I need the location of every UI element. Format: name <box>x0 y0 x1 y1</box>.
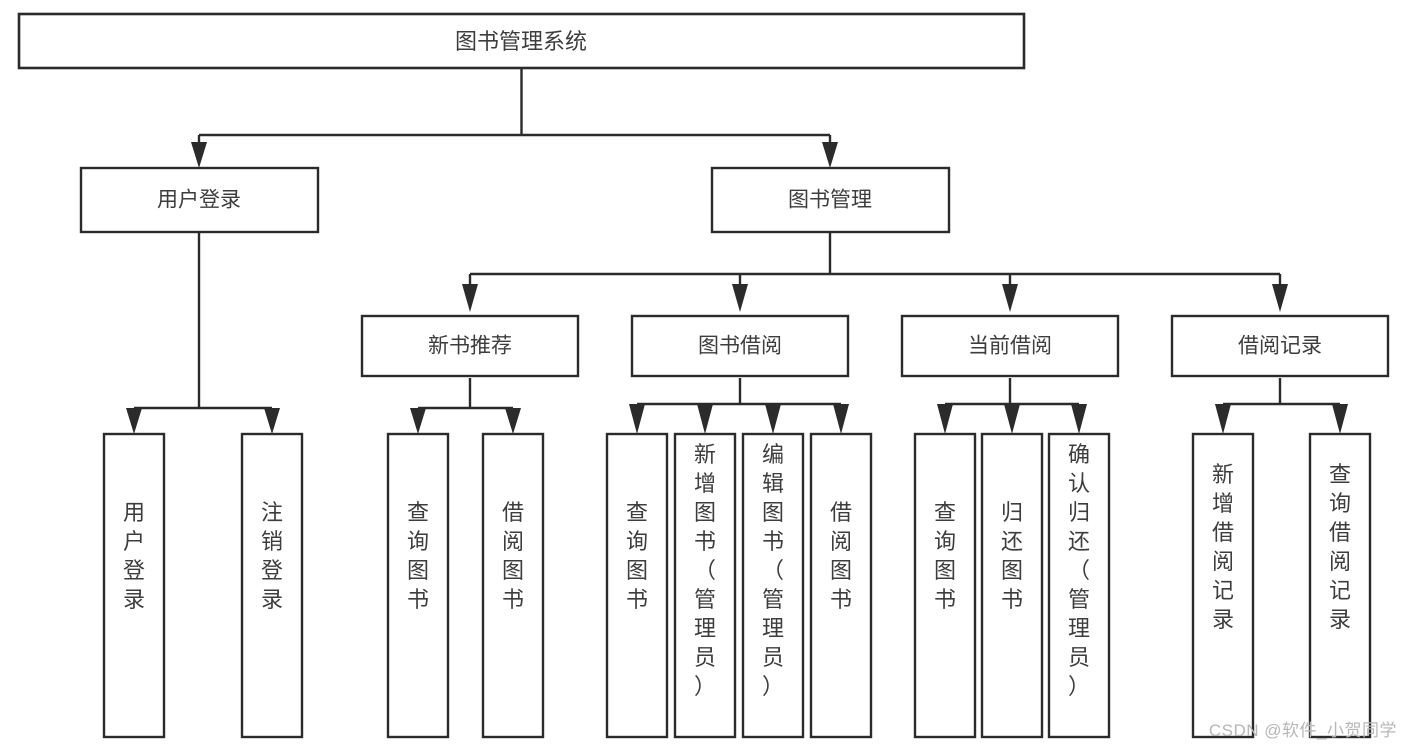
node-leaf-user-logout-label: 注销登录 <box>261 500 283 612</box>
node-leaf-query-book-1-box[interactable] <box>386 432 450 739</box>
node-borrow-record[interactable]: 借阅记录 <box>1170 314 1390 378</box>
node-leaf-query-book-2[interactable]: 查询图书 <box>605 432 669 739</box>
node-leaf-return-book-label: 归还图书 <box>1001 500 1023 612</box>
edge-group-user-login-to-leaves <box>126 232 280 434</box>
node-leaf-query-book-3-box[interactable] <box>913 432 977 739</box>
node-leaf-user-logout[interactable]: 注销登录 <box>240 432 304 739</box>
node-borrow-record-label: 借阅记录 <box>1238 335 1322 358</box>
node-leaf-add-book-admin-label: 新增图书（管理员） <box>694 442 716 699</box>
node-leaf-edit-book-admin-label: 编辑图书（管理员） <box>762 442 784 699</box>
node-leaf-user-login-box[interactable] <box>102 432 166 739</box>
node-leaf-confirm-return-admin[interactable]: 确认归还（管理员） <box>1047 432 1111 739</box>
node-leaf-edit-book-admin[interactable]: 编辑图书（管理员） <box>741 432 805 739</box>
node-leaf-add-book-admin-box[interactable] <box>673 432 737 739</box>
node-leaf-borrow-book-2-label: 借阅图书 <box>830 500 852 612</box>
arrow-head-leaf-query-record <box>1332 404 1348 434</box>
node-root-label: 图书管理系统 <box>455 29 587 54</box>
arrow-head-leaf-return-book <box>1004 404 1020 434</box>
arrow-head-leaf-user-logout <box>264 408 280 434</box>
node-book-manage-box[interactable] <box>710 166 951 234</box>
arrow-head-leaf-edit-book-admin <box>765 404 781 434</box>
node-leaf-add-record-label: 新增借阅记录 <box>1212 462 1234 632</box>
node-leaf-borrow-book-2-box[interactable] <box>809 432 873 739</box>
node-book-manage-label: 图书管理 <box>788 189 872 212</box>
edge-group-book-borrow-to-leaves <box>629 378 849 434</box>
node-borrow-record-box[interactable] <box>1170 314 1390 378</box>
node-leaf-query-record-box[interactable] <box>1308 432 1372 739</box>
node-current-borrow-label: 当前借阅 <box>968 335 1052 358</box>
arrow-head-current-borrow <box>1002 284 1018 312</box>
node-leaf-query-record[interactable]: 查询借阅记录 <box>1308 432 1372 739</box>
edge-group-borrow-record-to-leaves <box>1215 378 1348 434</box>
node-leaf-borrow-book-1-label: 借阅图书 <box>502 500 524 612</box>
node-book-borrow-label: 图书借阅 <box>698 335 782 358</box>
node-book-manage[interactable]: 图书管理 <box>710 166 951 234</box>
node-new-book-rec[interactable]: 新书推荐 <box>360 314 580 378</box>
node-book-borrow[interactable]: 图书借阅 <box>630 314 850 378</box>
node-leaf-add-record-box[interactable] <box>1191 432 1255 739</box>
node-leaf-borrow-book-2[interactable]: 借阅图书 <box>809 432 873 739</box>
arrow-head-leaf-borrow-book-1 <box>505 408 521 434</box>
edge-group-new-book-rec-to-leaves <box>410 378 521 434</box>
arrow-head-leaf-query-book-2 <box>629 404 645 434</box>
node-leaf-query-record-label: 查询借阅记录 <box>1329 462 1351 632</box>
arrow-head-leaf-add-record <box>1215 404 1231 434</box>
node-leaf-add-book-admin[interactable]: 新增图书（管理员） <box>673 432 737 739</box>
node-leaf-confirm-return-admin-box[interactable] <box>1047 432 1111 739</box>
edge-group-current-borrow-to-leaves <box>937 378 1087 434</box>
node-leaf-add-record[interactable]: 新增借阅记录 <box>1191 432 1255 739</box>
node-leaf-borrow-book-1-box[interactable] <box>481 432 545 739</box>
arrow-head-leaf-borrow-book-2 <box>833 404 849 434</box>
node-leaf-edit-book-admin-box[interactable] <box>741 432 805 739</box>
node-leaf-confirm-return-admin-label: 确认归还（管理员） <box>1068 442 1090 699</box>
arrow-head-new-book-rec <box>462 284 478 312</box>
node-new-book-rec-box[interactable] <box>360 314 580 378</box>
node-new-book-rec-label: 新书推荐 <box>428 335 512 358</box>
edge-group-book-manage-to-level3 <box>462 232 1288 312</box>
node-current-borrow[interactable]: 当前借阅 <box>900 314 1120 378</box>
arrow-head-leaf-query-book-1 <box>410 408 426 434</box>
node-root-box[interactable] <box>17 12 1026 70</box>
node-user-login-box[interactable] <box>79 166 320 234</box>
edge-group-root-to-level2 <box>191 68 838 168</box>
node-leaf-borrow-book-1[interactable]: 借阅图书 <box>481 432 545 739</box>
node-leaf-return-book-box[interactable] <box>980 432 1044 739</box>
node-leaf-query-book-3-label: 查询图书 <box>934 500 956 612</box>
node-leaf-return-book[interactable]: 归还图书 <box>980 432 1044 739</box>
node-leaf-user-login-label: 用户登录 <box>123 500 145 612</box>
node-root[interactable]: 图书管理系统 <box>17 12 1026 70</box>
arrow-head-book-manage <box>822 142 838 168</box>
arrow-head-leaf-add-book-admin <box>697 404 713 434</box>
node-leaf-query-book-3[interactable]: 查询图书 <box>913 432 977 739</box>
arrow-head-leaf-confirm-return-admin <box>1071 404 1087 434</box>
arrow-head-leaf-query-book-3 <box>937 404 953 434</box>
node-book-borrow-box[interactable] <box>630 314 850 378</box>
node-current-borrow-box[interactable] <box>900 314 1120 378</box>
node-leaf-query-book-2-box[interactable] <box>605 432 669 739</box>
arrow-head-book-borrow <box>732 284 748 312</box>
node-user-login-label: 用户登录 <box>157 189 241 212</box>
node-leaf-query-book-2-label: 查询图书 <box>626 500 648 612</box>
arrow-head-borrow-record <box>1272 284 1288 312</box>
node-leaf-user-logout-box[interactable] <box>240 432 304 739</box>
node-leaf-user-login[interactable]: 用户登录 <box>102 432 166 739</box>
node-leaf-query-book-1[interactable]: 查询图书 <box>386 432 450 739</box>
arrow-head-leaf-user-login <box>126 408 142 434</box>
arrow-head-user-login <box>191 142 207 168</box>
node-user-login[interactable]: 用户登录 <box>79 166 320 234</box>
node-leaf-query-book-1-label: 查询图书 <box>407 500 429 612</box>
